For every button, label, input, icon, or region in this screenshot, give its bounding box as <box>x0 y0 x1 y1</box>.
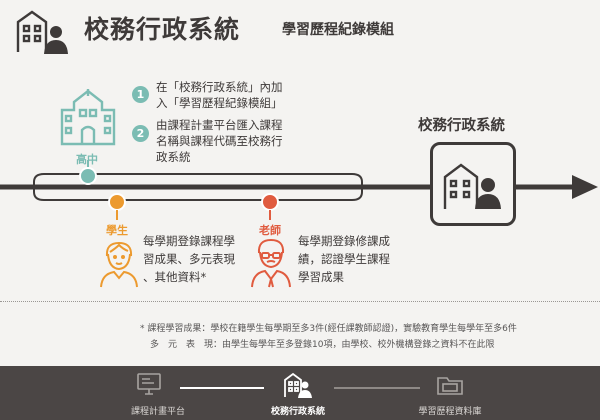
student-avatar-icon <box>100 241 138 288</box>
footer-learning-portfolio-database[interactable]: 學習歷程資料庫 <box>418 407 482 417</box>
step-1-text: 在「校務行政系統」內加入「學習歷程紀錄模組」 <box>156 80 283 110</box>
note-diverse-performance: 多 元 表 現：由學生每學年至多登錄10項，由學校、校外機構登錄之資料不在此限 <box>150 340 495 350</box>
target-system-box <box>430 142 516 226</box>
teacher-node <box>261 193 279 211</box>
high-school-building-icon <box>60 89 116 146</box>
step-1-number: 1 <box>132 86 149 103</box>
note-course-results: * 課程學習成果：學校在籍學生每學期至多3件(經任課教師認證)，實驗教育學生每學… <box>140 324 517 334</box>
step-2-number: 2 <box>132 125 149 142</box>
school-label: 高中 <box>76 153 98 166</box>
footer-bar: 課程計畫平台 校務行政系統 學習歷程資料庫 <box>0 366 600 420</box>
page-subtitle: 學習歷程紀錄模組 <box>282 22 394 38</box>
step-2-text: 由課程計畫平台匯入課程名稱與課程代碼至校務行政系統 <box>156 118 283 164</box>
teacher-description: 每學期登錄修課成績，認證學生課程學習成果 <box>298 234 390 284</box>
teacher-avatar-icon <box>251 238 291 288</box>
footer-school-admin-system[interactable]: 校務行政系統 <box>270 407 326 417</box>
student-description: 每學期登錄課程學習成果、多元表現、其他資料* <box>143 234 235 284</box>
school-node <box>79 167 97 185</box>
teacher-label: 老師 <box>259 224 281 237</box>
footer-course-plan-platform[interactable]: 課程計畫平台 <box>130 407 186 417</box>
learning-portfolio-database-icon <box>437 377 463 395</box>
student-label: 學生 <box>106 224 128 237</box>
target-system-label: 校務行政系統 <box>418 118 505 134</box>
page-title: 校務行政系統 <box>84 15 241 44</box>
school-admin-system-footer-icon <box>284 372 312 398</box>
school-admin-system-icon <box>443 163 501 209</box>
student-node <box>108 193 126 211</box>
flow-loop-line <box>33 173 363 201</box>
school-admin-logo-icon <box>16 10 68 54</box>
flow-arrowhead <box>572 175 598 199</box>
course-plan-platform-icon <box>137 373 161 395</box>
notes-divider <box>0 301 600 302</box>
